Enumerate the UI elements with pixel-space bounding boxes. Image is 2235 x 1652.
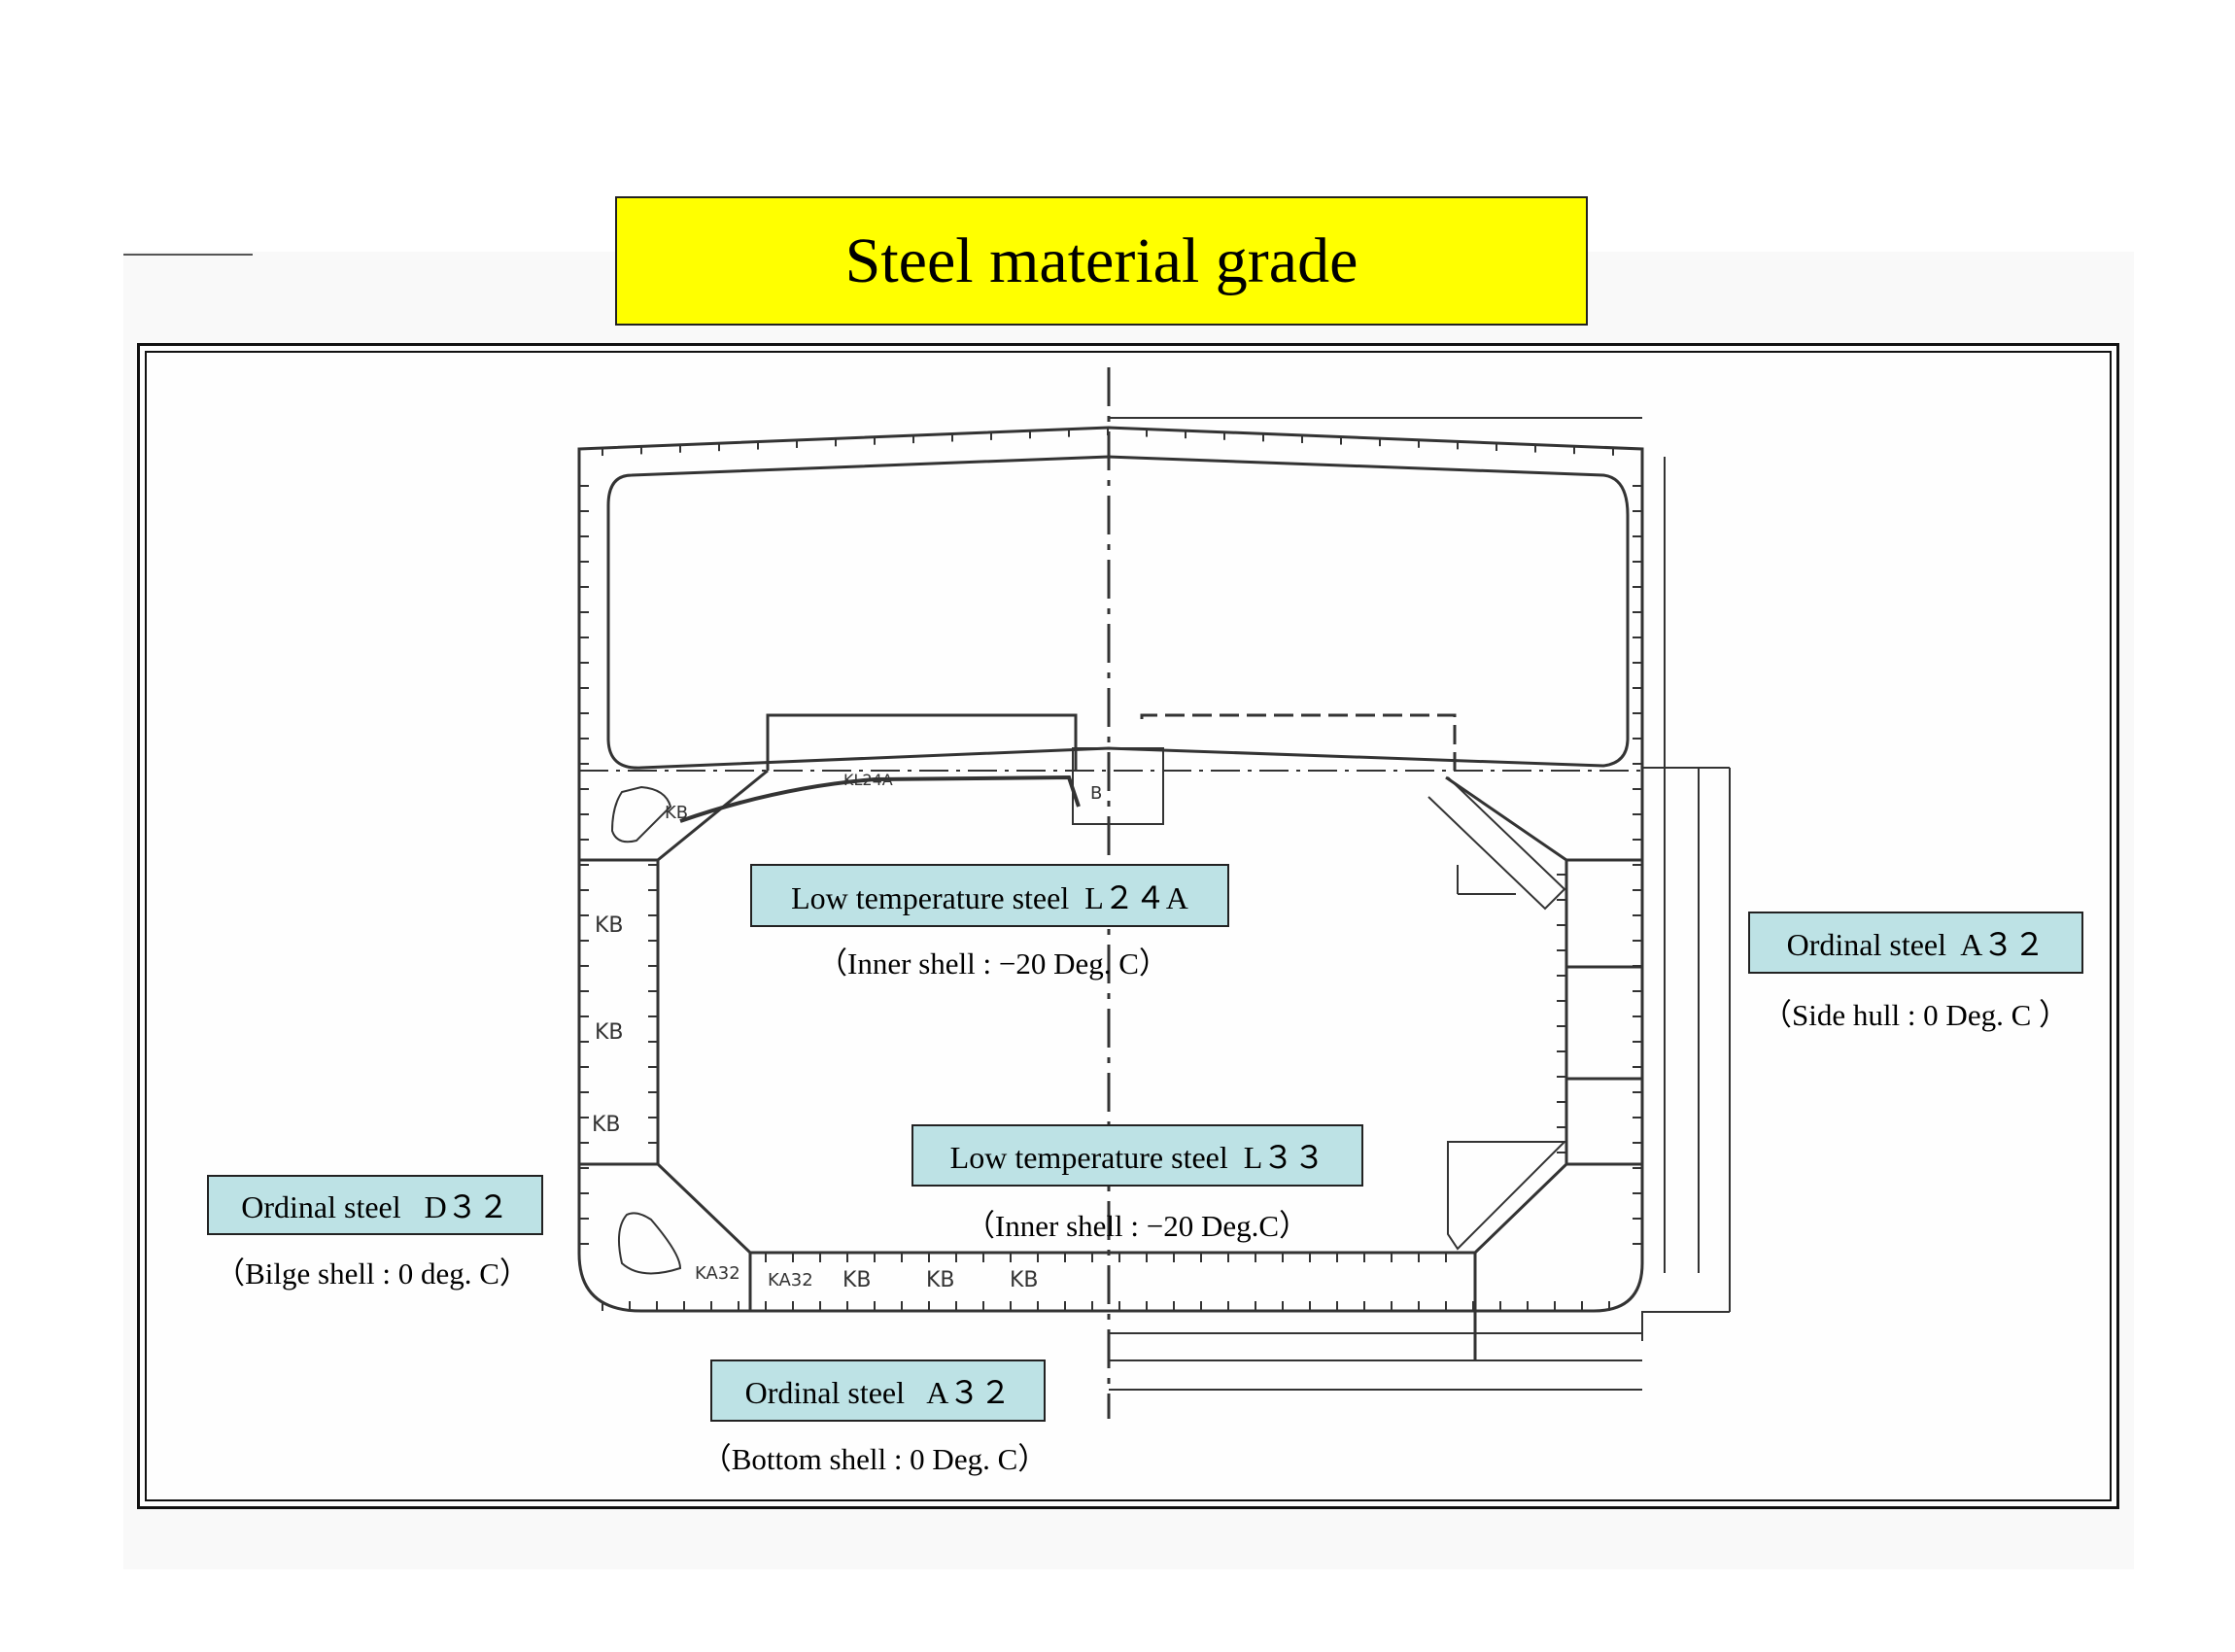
label-l33: Low temperature steel L３３ <box>911 1124 1363 1187</box>
box-b <box>1072 747 1164 825</box>
trunk-left <box>766 713 1078 771</box>
label-side-a32: Ordinal steel A３２ <box>1748 912 2083 974</box>
label-bottom-a32: Ordinal steel A３２ <box>710 1359 1046 1422</box>
label-d32: Ordinal steel D３２ <box>207 1175 543 1235</box>
inner-deck-line <box>679 774 1081 823</box>
mark-kb: KB <box>1010 1268 1039 1292</box>
mark-kb: KB <box>595 913 624 938</box>
drawing-frame-inner <box>145 351 2112 1501</box>
outer-hull <box>577 426 1644 1313</box>
tick-marks <box>579 428 1642 1311</box>
mark-kb: KB <box>842 1268 872 1292</box>
decorative-line <box>123 254 253 256</box>
cargo-tank <box>606 455 1630 770</box>
dimension-lines <box>1109 417 1731 1391</box>
slide-title: Steel material grade <box>615 196 1588 326</box>
mark-kb: KB <box>926 1268 955 1292</box>
mark-b: B <box>1090 783 1102 804</box>
mark-ka32: KA32 <box>768 1270 813 1291</box>
note-l33: （Inner shell : −20 Deg.C） <box>964 1209 1310 1243</box>
note-side-a32: （Side hull : 0 Deg. C ） <box>1761 998 2070 1032</box>
label-l24a: Low temperature steel L２４A <box>750 864 1229 927</box>
mark-kb: KB <box>595 1020 624 1045</box>
mark-kb: KB <box>592 1113 621 1137</box>
lightening-hole <box>617 1212 682 1275</box>
note-l24a: （Inner shell : −20 Deg. C） <box>817 946 1169 981</box>
note-bottom-a32: （Bottom shell : 0 Deg. C） <box>701 1442 1049 1476</box>
drawing-marks: KB KB KB KB KA32 KA32 KB KB KB KL24A B <box>592 771 1102 1292</box>
lightening-hole <box>610 785 672 843</box>
mark-ka32: KA32 <box>695 1263 740 1284</box>
mark-kl24a: KL24A <box>843 771 893 789</box>
note-d32: （Bilge shell : 0 deg. C） <box>215 1256 530 1291</box>
mark-kb: KB <box>665 803 688 823</box>
trunk-right <box>1140 713 1457 771</box>
